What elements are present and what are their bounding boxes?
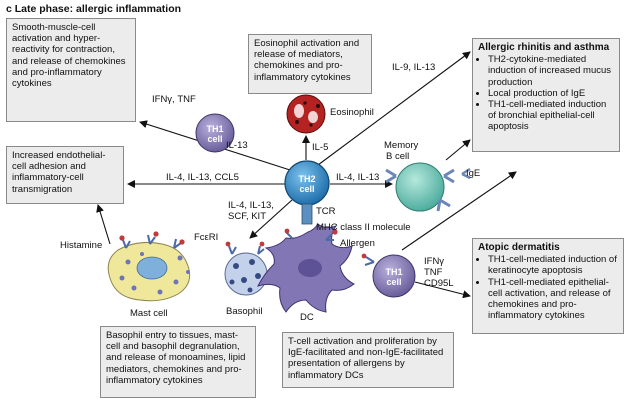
eosinophil-activation-text: Eosinophil activation and release of med…: [254, 38, 360, 83]
allergic-rhinitis-title: Allergic rhinitis and asthma: [478, 42, 610, 53]
basophil-shape: [224, 241, 268, 296]
eosinophil-activation-box: Eosinophil activation and release of med…: [248, 34, 372, 94]
endothelial-box: Increased endothelial-cell adhesion and …: [6, 146, 124, 204]
arrows: [96, 51, 517, 299]
th1-top-label: TH1 cell: [206, 124, 224, 144]
rhinitis-item: TH1-cell-mediated induction of bronchial…: [488, 99, 614, 133]
rhinitis-item: TH2-cytokine-mediated induction of incre…: [488, 54, 614, 88]
memory-b-cell: [385, 162, 471, 212]
arrow-to-rhinitis: [317, 51, 471, 166]
label-il4-il13-scf-2: SCF, KIT: [228, 211, 267, 222]
arrow-to-dermatitis: [414, 281, 471, 299]
arrow-to-basophil: [249, 199, 293, 239]
label-il4-il13: IL-4, IL-13: [336, 172, 380, 183]
label-il4-il13-scf-1: IL-4, IL-13,: [228, 200, 274, 211]
tcell-activation-box: T-cell activation and proliferation by I…: [282, 332, 454, 388]
label-ifng-tnf: IFNγ, TNF: [152, 94, 196, 105]
panel-heading: c Late phase: allergic inflammation: [6, 3, 182, 15]
basophil-entry-box: Basophil entry to tissues, mast-cell and…: [100, 326, 256, 398]
label-fceri: FcεRI: [194, 232, 219, 243]
label-ige: IgE: [466, 168, 481, 179]
smooth-muscle-box: Smooth-muscle-cell activation and hyper-…: [6, 18, 136, 122]
label-il4-il13-ccl5: IL-4, IL-13, CCL5: [166, 172, 239, 183]
arrow-histamine: [96, 204, 111, 245]
dendritic-cell-shape: [257, 223, 355, 313]
dermatitis-item: TH1-cell-mediated induction of keratinoc…: [488, 254, 618, 276]
label-il13: IL-13: [226, 140, 248, 151]
label-dc: DC: [300, 312, 314, 323]
atopic-dermatitis-box: Atopic dermatitis TH1-cell-mediated indu…: [472, 238, 624, 334]
tcell-activation-text: T-cell activation and proliferation by I…: [288, 336, 444, 381]
th1-bottom-label: TH1 cell: [385, 267, 403, 287]
rhinitis-item: Local production of IgE: [488, 88, 614, 99]
eosinophil-cell: [286, 94, 326, 134]
label-th1-cytokines-1: IFNγ: [424, 256, 445, 267]
label-il9-il13: IL-9, IL-13: [392, 62, 436, 73]
th2-label: TH2 cell: [298, 174, 316, 194]
label-tcr: TCR: [316, 206, 336, 217]
th1-cell-bottom: [361, 253, 416, 298]
allergic-rhinitis-box: Allergic rhinitis and asthma TH2-cytokin…: [472, 38, 620, 152]
label-histamine: Histamine: [60, 240, 103, 251]
label-mhc: MHC class II molecule: [316, 222, 411, 233]
label-basophil: Basophil: [226, 306, 263, 317]
label-mast-cell: Mast cell: [130, 308, 168, 319]
basophil-entry-text: Basophil entry to tissues, mast-cell and…: [106, 330, 246, 386]
dermatitis-item: TH1-cell-mediated epithelial-cell activa…: [488, 277, 618, 322]
label-il5: IL-5: [312, 142, 329, 153]
label-eosinophil: Eosinophil: [330, 107, 374, 118]
atopic-dermatitis-title: Atopic dermatitis: [478, 242, 560, 253]
smooth-muscle-text: Smooth-muscle-cell activation and hyper-…: [12, 22, 126, 90]
th2-cell: [284, 160, 330, 225]
label-memory-b-2: B cell: [386, 151, 410, 162]
mast-cell-shape: [107, 231, 191, 302]
arrow-b-to-rhinitis: [445, 139, 471, 161]
label-allergen: Allergen: [340, 238, 375, 249]
label-th1-cytokines-3: CD95L: [424, 278, 454, 289]
endothelial-text: Increased endothelial-cell adhesion and …: [12, 150, 106, 195]
label-th1-cytokines-2: TNF: [424, 267, 443, 278]
th1-cell-top: [195, 113, 235, 153]
arrow-th1-to-rhinitis: [401, 171, 517, 251]
label-memory-b-1: Memory: [384, 140, 419, 151]
